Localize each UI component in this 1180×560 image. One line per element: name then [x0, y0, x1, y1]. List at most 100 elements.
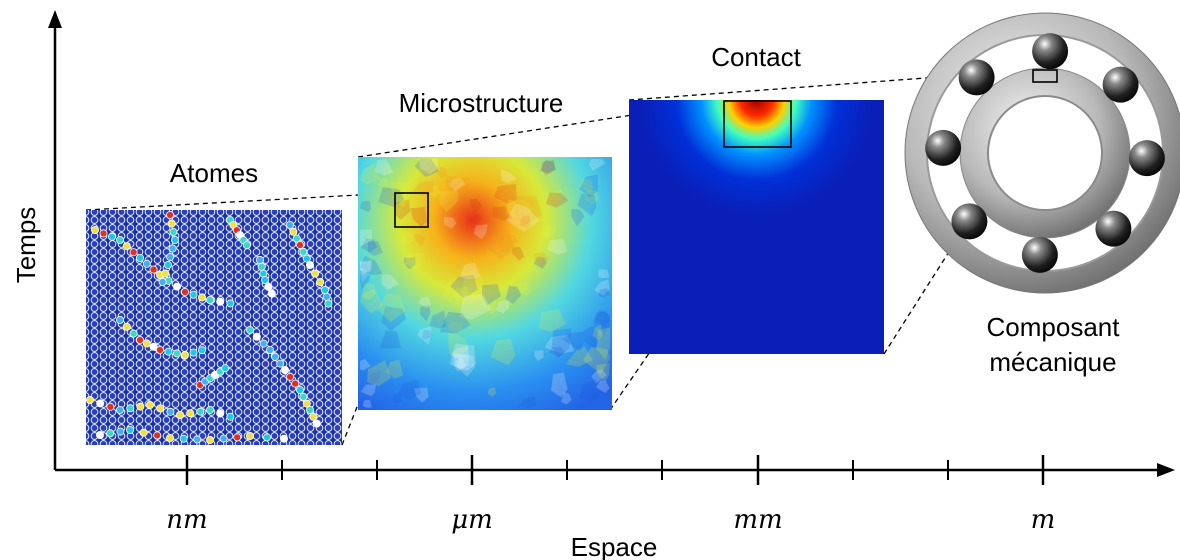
atom-defect-41	[316, 277, 325, 286]
grain-42	[505, 285, 522, 304]
grain-25	[360, 288, 384, 314]
grain-96	[404, 252, 425, 270]
atom-defect-106	[264, 282, 273, 291]
atom-defect-26	[158, 277, 167, 286]
atoms-panel	[86, 210, 342, 445]
grain-73	[397, 379, 422, 401]
grain-10	[457, 177, 472, 192]
atom-defect-88	[106, 429, 115, 438]
grain-89	[403, 257, 416, 270]
atom-defect-36	[295, 240, 304, 249]
label-atomes: Atomes	[170, 158, 258, 188]
atom-defect-94	[179, 434, 188, 443]
grain-111	[418, 159, 439, 175]
atom-defect-24	[163, 260, 172, 269]
atom-defect-89	[116, 427, 125, 436]
atom-defect-38	[302, 254, 311, 263]
grain-104	[592, 324, 603, 341]
atom-defect-33	[285, 220, 294, 229]
atom-defect-39	[305, 260, 314, 269]
bearing-ball-2	[1128, 140, 1165, 177]
grain-9	[361, 283, 376, 301]
atom-defect-103	[257, 262, 266, 271]
grain-61	[506, 203, 540, 232]
grain-109	[377, 293, 406, 323]
atom-defect-2	[108, 232, 117, 241]
tick-label-m: m	[1031, 505, 1056, 535]
grain-118	[457, 355, 476, 377]
grain-110	[539, 159, 557, 174]
atom-defect-97	[219, 434, 228, 443]
grain-45	[571, 208, 585, 227]
tick-label-um: μm	[451, 505, 493, 535]
grain-83	[487, 299, 498, 315]
atom-defect-87	[96, 430, 105, 439]
atom-defect-83	[302, 399, 311, 408]
grain-57	[539, 308, 567, 332]
grain-90	[482, 284, 501, 306]
grain-12	[448, 178, 465, 191]
atom-defect-68	[196, 407, 205, 416]
grain-36	[391, 393, 402, 404]
microstructure-zoom-box	[394, 192, 429, 228]
bearing-ball-4	[1021, 236, 1058, 273]
bearing-balls	[925, 33, 1165, 273]
grain-119	[596, 363, 610, 383]
grain-49	[565, 346, 593, 367]
atom-defect-78	[280, 365, 289, 374]
atom-defect-52	[164, 347, 173, 356]
atom-defect-58	[96, 399, 105, 408]
grain-74	[414, 159, 440, 178]
grain-7	[454, 358, 466, 372]
atom-defect-42	[320, 285, 329, 294]
grain-48	[410, 207, 428, 227]
grain-5	[448, 331, 470, 359]
grain-43	[420, 304, 431, 322]
grain-28	[544, 334, 575, 354]
atom-defect-100	[262, 433, 271, 442]
label-composant: Composant	[987, 312, 1121, 342]
bearing-ball-6	[925, 129, 962, 166]
atom-defect-37	[299, 247, 308, 256]
grain-66	[593, 308, 610, 335]
grain-47	[380, 330, 401, 349]
grain-112	[378, 187, 404, 207]
grain-14	[492, 206, 512, 221]
contact-image	[629, 100, 884, 354]
atom-defect-67	[186, 409, 195, 418]
tick-label-nm: nm	[166, 505, 207, 535]
grain-92	[450, 346, 469, 360]
grain-97	[459, 294, 492, 320]
grain-56	[598, 269, 610, 279]
bearing-zoom-box	[1032, 69, 1058, 83]
grain-99	[579, 174, 599, 198]
atom-defect-93	[165, 433, 174, 442]
atom-defect-105	[260, 275, 269, 284]
grain-76	[429, 310, 446, 329]
grain-86	[362, 399, 372, 408]
atom-defect-20	[169, 227, 178, 236]
atom-defect-25	[161, 269, 170, 278]
atom-defect-1	[99, 229, 108, 238]
atom-defect-43	[322, 292, 331, 301]
grain-63	[360, 270, 371, 290]
atom-defect-65	[166, 407, 175, 416]
grain-101	[360, 229, 372, 247]
atom-defect-14	[197, 293, 206, 302]
x-axis-arrowhead	[1157, 463, 1175, 477]
grain-116	[440, 312, 471, 334]
atom-defect-98	[233, 433, 242, 442]
grain-88	[436, 166, 448, 178]
grain-26	[490, 338, 516, 366]
grain-98	[579, 378, 600, 403]
atom-defect-32	[242, 241, 251, 250]
grain-15	[591, 368, 607, 384]
grain-85	[577, 193, 597, 217]
atom-defect-72	[245, 325, 254, 334]
atom-defect-56	[197, 346, 206, 355]
atom-defect-15	[205, 295, 214, 304]
grain-114	[533, 252, 550, 268]
atom-defect-34	[289, 227, 298, 236]
atom-defect-81	[295, 385, 304, 394]
contact-panel	[629, 100, 884, 354]
